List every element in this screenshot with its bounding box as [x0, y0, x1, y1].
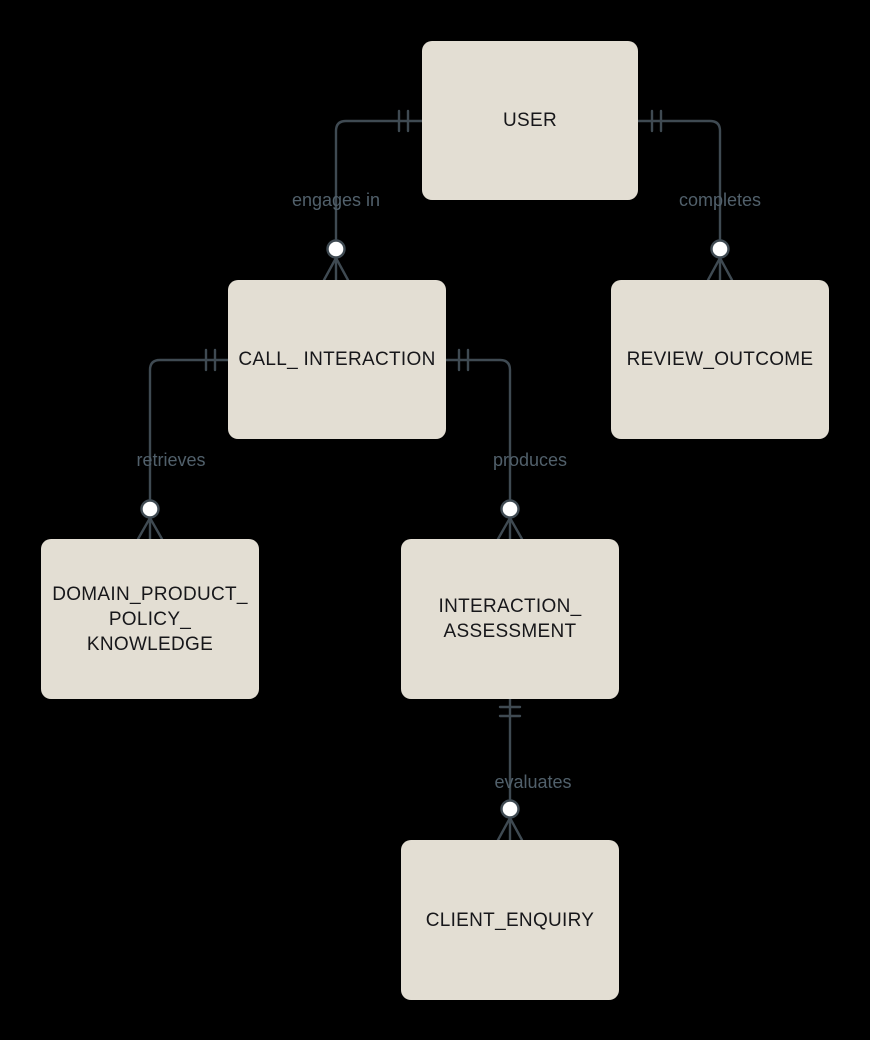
entity-user[interactable]: USER	[422, 41, 638, 200]
relationship-label-produces: produces	[492, 450, 568, 470]
entity-label-call-interaction: CALL_ INTERACTION	[238, 349, 436, 370]
entity-label-user: USER	[503, 110, 557, 131]
entity-interaction-assessment[interactable]: INTERACTION_ ASSESSMENT	[401, 539, 619, 699]
relationship-label-evaluates: evaluates	[494, 772, 572, 792]
connector-engages-in	[322, 109, 424, 282]
entity-client-enquiry[interactable]: CLIENT_ENQUIRY	[401, 840, 619, 1000]
connector-retrieves	[136, 348, 230, 541]
connector-produces	[444, 348, 524, 541]
connector-completes	[636, 109, 734, 282]
entity-label-interaction-assessment: INTERACTION_ ASSESSMENT	[438, 596, 582, 642]
relationship-label-retrieves: retrieves	[136, 450, 206, 470]
relationship-label-engages-in: engages in	[291, 190, 381, 210]
entity-call-interaction[interactable]: CALL_ INTERACTION	[228, 280, 446, 439]
entity-label-review-outcome: REVIEW_OUTCOME	[626, 349, 814, 370]
entity-review-outcome[interactable]: REVIEW_OUTCOME	[611, 280, 829, 439]
relationship-label-completes: completes	[678, 190, 762, 210]
connector-evaluates	[496, 697, 524, 842]
entity-domain-product-policy-knowledge[interactable]: DOMAIN_PRODUCT_ POLICY_ KNOWLEDGE	[41, 539, 259, 699]
entity-label-domain-product-policy-knowledge: DOMAIN_PRODUCT_ POLICY_ KNOWLEDGE	[52, 583, 248, 655]
entity-label-client-enquiry: CLIENT_ENQUIRY	[425, 909, 595, 931]
